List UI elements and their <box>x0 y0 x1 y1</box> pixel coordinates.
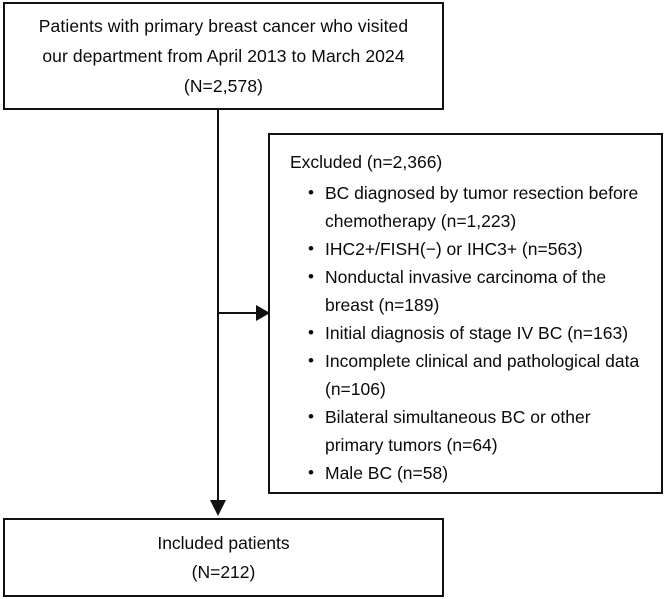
enrolled-total: (N=2,578) <box>183 76 264 96</box>
list-item: • Nonductal invasive carcinoma of the br… <box>308 263 651 319</box>
exclusion-reason-text: Nonductal invasive carcinoma of the brea… <box>325 267 607 315</box>
excluded-branch-line <box>217 312 265 314</box>
excluded-patients-box: Excluded (n=2,366) • BC diagnosed by tum… <box>268 133 663 494</box>
enrolled-patients-box: Patients with primary breast cancer who … <box>3 2 444 110</box>
bullet-icon: • <box>308 351 314 370</box>
trunk-connector-line <box>217 110 219 502</box>
list-item: • Incomplete clinical and pathological d… <box>308 347 651 403</box>
bullet-icon: • <box>308 323 314 342</box>
exclusion-reason-text: Male BC (n=58) <box>325 463 449 483</box>
excluded-branch-arrow-icon <box>256 305 270 321</box>
included-label: Included patients <box>157 532 290 553</box>
exclusion-reason-text: BC diagnosed by tumor resection before c… <box>325 183 639 231</box>
included-total: (N=212) <box>191 561 256 582</box>
bullet-icon: • <box>308 407 314 426</box>
list-item: • BC diagnosed by tumor resection before… <box>308 179 651 235</box>
excluded-reasons-list: • BC diagnosed by tumor resection before… <box>290 179 651 487</box>
list-item: • Male BC (n=58) <box>308 459 651 487</box>
included-arrow-icon <box>210 500 226 516</box>
exclusion-reason-text: Bilateral simultaneous BC or other prima… <box>325 407 591 455</box>
bullet-icon: • <box>308 267 314 286</box>
enrolled-line-1: Patients with primary breast cancer who … <box>38 16 409 36</box>
exclusion-reason-text: IHC2+/FISH(−) or IHC3+ (n=563) <box>325 239 583 259</box>
enrolled-line-2: our department from April 2013 to March … <box>42 46 405 66</box>
exclusion-reason-text: Incomplete clinical and pathological dat… <box>325 351 640 399</box>
included-patients-box: Included patients (N=212) <box>3 518 444 597</box>
exclusion-reason-text: Initial diagnosis of stage IV BC (n=163) <box>325 323 629 343</box>
bullet-icon: • <box>308 463 314 482</box>
list-item: • Initial diagnosis of stage IV BC (n=16… <box>308 319 651 347</box>
list-item: • Bilateral simultaneous BC or other pri… <box>308 403 651 459</box>
excluded-title: Excluded (n=2,366) <box>290 152 443 172</box>
bullet-icon: • <box>308 239 314 258</box>
bullet-icon: • <box>308 183 314 202</box>
list-item: • IHC2+/FISH(−) or IHC3+ (n=563) <box>308 235 651 263</box>
